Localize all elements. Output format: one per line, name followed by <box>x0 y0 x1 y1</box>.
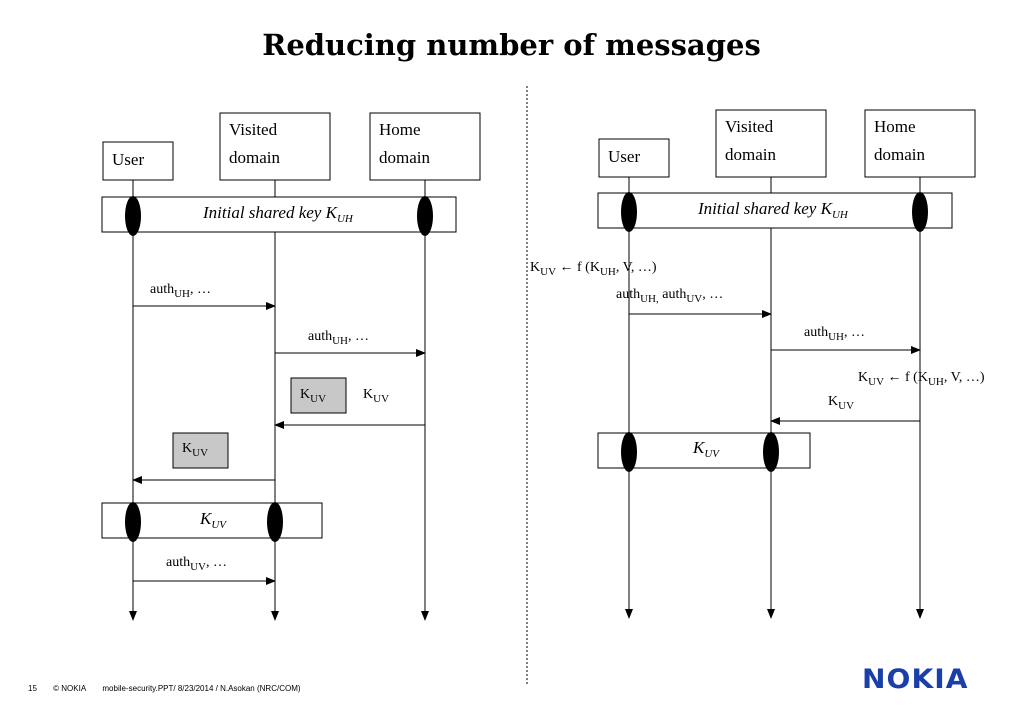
right-visited-kuv-end <box>763 432 779 472</box>
left-kuv-box-visited-label: KUV <box>300 387 326 405</box>
left-home-box <box>369 112 481 181</box>
right-initial-key-label: Initial shared key KUH <box>697 199 849 221</box>
left-visited-kuv-end <box>267 502 283 542</box>
left-user-key-end <box>125 196 141 236</box>
left-home-label-1: Home <box>379 120 421 139</box>
right-home-key-end <box>912 192 928 232</box>
nokia-logo: NOKIA <box>862 664 969 695</box>
right-home-box <box>864 109 976 178</box>
left-user-label: User <box>112 150 144 169</box>
left-final-msg-label: authUV, … <box>166 555 227 573</box>
right-visited-label-1: Visited <box>725 117 774 136</box>
right-initial-key-bar <box>597 192 953 229</box>
footer-info: mobile-security.PPT/ 8/23/2014 / N.Asoka… <box>102 684 301 693</box>
left-kuv-box-visited <box>290 377 347 414</box>
left-home-label-2: domain <box>379 148 430 167</box>
right-user-box <box>598 138 670 178</box>
right-home-derive-label: KUV ← f (KUH, V, …) <box>858 370 985 388</box>
left-kuv-reply-label: KUV <box>363 387 389 405</box>
left-user-box <box>102 141 174 181</box>
left-user-kuv-end <box>125 502 141 542</box>
left-initial-key-bar <box>101 196 457 233</box>
right-diagram: User Visited domain Home domain Initial … <box>530 109 985 619</box>
left-kuv-box-user <box>172 432 229 469</box>
right-home-label-2: domain <box>874 145 925 164</box>
left-kuv-box-user-label: KUV <box>182 441 208 459</box>
footer: 15 © NOKIA mobile-security.PPT/ 8/23/201… <box>28 684 315 693</box>
left-diagram: User Visited domain Home domain Initial … <box>101 112 481 621</box>
right-user-kuv-end <box>621 432 637 472</box>
left-shared-kuv-label: KUV <box>199 509 227 531</box>
left-msg2-label: authUH, … <box>308 329 369 347</box>
page-number: 15 <box>28 684 37 693</box>
right-user-derive-label: KUV ← f (KUH, V, …) <box>530 260 657 278</box>
right-msg2-label: authUH, … <box>804 325 865 343</box>
right-user-label: User <box>608 147 640 166</box>
right-msg1-label: authUH, authUV, … <box>616 287 723 305</box>
right-home-label-1: Home <box>874 117 916 136</box>
right-kuv-reply-label: KUV <box>828 394 854 412</box>
left-msg1-label: authUH, … <box>150 282 211 300</box>
left-visited-label-2: domain <box>229 148 280 167</box>
right-shared-kuv-label: KUV <box>692 438 720 460</box>
right-visited-label-2: domain <box>725 145 776 164</box>
right-user-key-end <box>621 192 637 232</box>
copyright: © NOKIA <box>53 684 87 693</box>
slide-title: Reducing number of messages <box>262 28 761 62</box>
left-home-key-end <box>417 196 433 236</box>
left-initial-key-label: Initial shared key KUH <box>202 203 354 225</box>
right-visited-box <box>715 109 827 178</box>
left-visited-label-1: Visited <box>229 120 278 139</box>
